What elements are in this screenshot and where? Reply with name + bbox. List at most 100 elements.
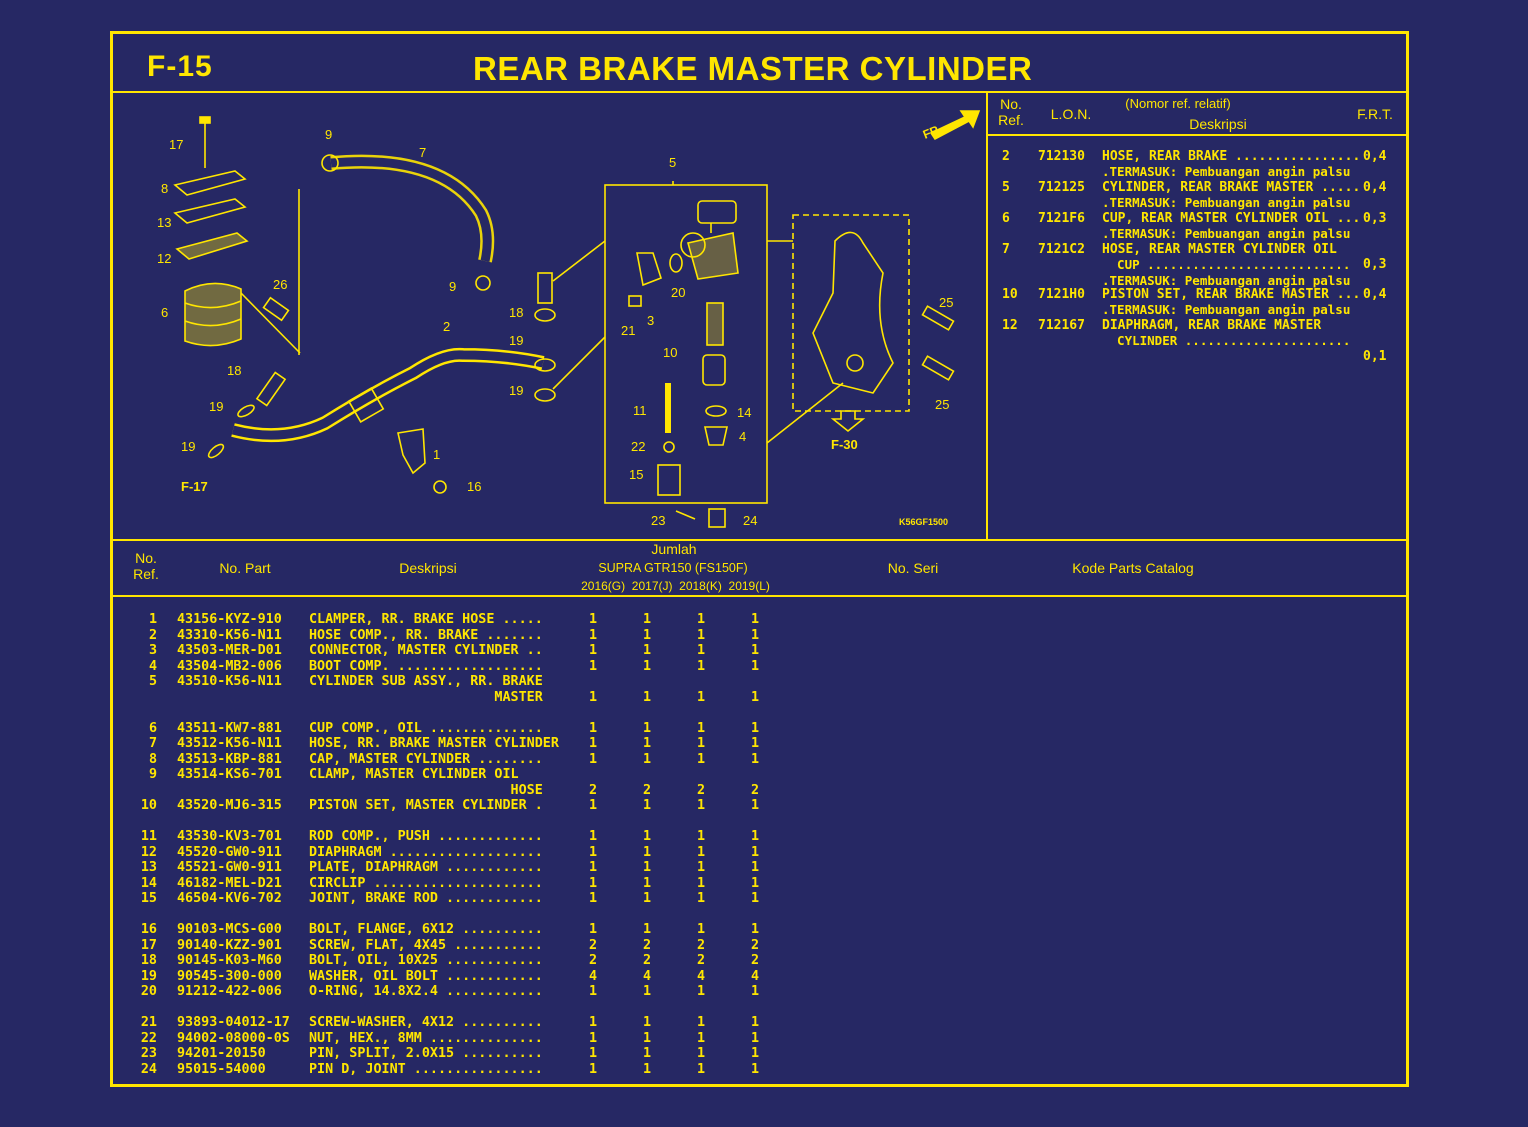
callout-label: 18: [509, 305, 523, 320]
screw-head: [199, 116, 211, 124]
oil-bolt-shape: [537, 272, 553, 304]
part-quantity: 1: [589, 658, 598, 674]
part-quantity: 1: [589, 984, 598, 999]
part-quantity: 1: [589, 720, 598, 736]
part-description: DIAPHRAGM ...................: [309, 844, 543, 860]
ref-frt: 0,4: [1363, 180, 1387, 195]
flange-bolt-shape: [433, 480, 447, 494]
part-quantity: 2: [643, 937, 652, 953]
callout-label: 18: [227, 363, 241, 378]
bolt-shape: [921, 355, 955, 381]
ref-note: .TERMASUK: Pembuangan angin palsu: [1102, 302, 1351, 317]
part-description: HOSE: [309, 782, 543, 798]
washer-shape: [534, 358, 556, 372]
plate-shape: [173, 198, 247, 224]
part-quantity: 1: [589, 736, 598, 751]
part-ref-no: 24: [140, 1061, 157, 1077]
part-number: 45521-GW0-911: [177, 860, 282, 875]
parts-table-row: [113, 705, 813, 721]
bolt-shape: [921, 305, 955, 331]
part-quantity: 1: [589, 612, 598, 627]
part-description: MASTER: [309, 689, 543, 705]
part-number: 46504-KV6-702: [177, 891, 282, 906]
ref-desc: PISTON SET, REAR BRAKE MASTER ...: [1102, 287, 1361, 302]
callout-labels: 17 8 13 12 6 26 9 7 9 2 18 19 19 18 19 1…: [157, 127, 953, 528]
part-quantity: 2: [697, 937, 706, 953]
ref-desc: DIAPHRAGM, REAR BRAKE MASTER: [1102, 318, 1322, 333]
part-quantity: 2: [589, 782, 598, 798]
part-number: 43520-MJ6-315: [177, 798, 282, 813]
piston-body-shape: [702, 354, 726, 386]
part-number: 91212-422-006: [177, 984, 282, 999]
part-quantity: 1: [643, 751, 652, 767]
part-quantity: 1: [697, 922, 706, 937]
callout-label: 11: [633, 403, 647, 418]
part-ref-no: 2: [148, 627, 157, 643]
part-description: PIN D, JOINT ................: [309, 1061, 543, 1077]
part-quantity: 1: [643, 798, 652, 813]
part-ref-no: 21: [140, 1015, 157, 1030]
part-description: SCREW-WASHER, 4X12 ..........: [309, 1015, 543, 1030]
part-quantity: 1: [751, 736, 760, 751]
callout-label: 21: [621, 323, 635, 338]
ref-f30-label: F-30: [831, 437, 858, 452]
o-ring-shape: [669, 253, 683, 273]
washer-shape: [207, 443, 225, 459]
ref-lon: 7121C2: [1038, 242, 1085, 257]
diaphragm-shape: [175, 232, 249, 260]
part-description: HOSE COMP., RR. BRAKE .......: [309, 627, 543, 643]
part-quantity: 1: [643, 1046, 652, 1061]
part-quantity: 1: [697, 627, 706, 643]
part-quantity: 1: [589, 875, 598, 891]
part-description: SCREW, FLAT, 4X45 ...........: [309, 937, 543, 953]
ref-no: 10: [1002, 287, 1018, 302]
part-quantity: 2: [751, 782, 760, 798]
ref-col-desc-header: Deskripsi: [1189, 116, 1247, 132]
part-quantity: 1: [697, 736, 706, 751]
part-quantity: 1: [751, 627, 760, 643]
parts-table-row: 21 93893-04012-17 SCREW-WASHER, 4X12 .....…: [113, 1015, 813, 1031]
part-quantity: 1: [751, 1061, 760, 1077]
part-ref-no: 23: [140, 1046, 157, 1061]
callout-label: 25: [935, 397, 949, 412]
bracket-hole: [846, 354, 864, 372]
hose-grommet-shape: [347, 387, 385, 423]
callout-label: 5: [669, 155, 676, 170]
ref-note: CUP ...........................: [1102, 257, 1351, 272]
callout-label: 3: [647, 313, 654, 328]
catalog-page-frame: F-15 REAR BRAKE MASTER CYLINDER: [110, 31, 1409, 1087]
callout-label: 19: [509, 333, 523, 348]
part-quantity: 1: [589, 1046, 598, 1061]
part-quantity: 1: [697, 1046, 706, 1061]
part-quantity: 1: [751, 689, 760, 705]
section-code: F-15: [147, 50, 213, 83]
part-quantity: 1: [589, 1061, 598, 1077]
part-quantity: 1: [751, 984, 760, 999]
part-ref-no: 12: [140, 844, 157, 860]
part-quantity: 1: [751, 1046, 760, 1061]
part-quantity: 1: [589, 643, 598, 658]
part-description: JOINT, BRAKE ROD ............: [309, 891, 543, 906]
parts-col-part-header: No. Part: [219, 560, 271, 576]
part-description: CUP COMP., OIL ..............: [309, 720, 543, 736]
ref-table-row: 0,1: [988, 349, 1408, 380]
part-quantity: 1: [643, 891, 652, 906]
part-ref-no: 11: [140, 829, 157, 844]
part-quantity: 4: [751, 968, 760, 984]
ref-note: .TERMASUK: Pembuangan angin palsu: [1102, 273, 1351, 288]
part-number: 93893-04012-17: [177, 1015, 290, 1030]
part-description: CAP, MASTER CYLINDER ........: [309, 751, 543, 767]
callout-label: 12: [157, 251, 171, 266]
ref-no: 5: [1002, 180, 1010, 195]
part-quantity: 1: [751, 658, 760, 674]
callout-label: 1: [433, 447, 440, 462]
leader-line: [552, 240, 606, 282]
part-quantity: 1: [697, 751, 706, 767]
